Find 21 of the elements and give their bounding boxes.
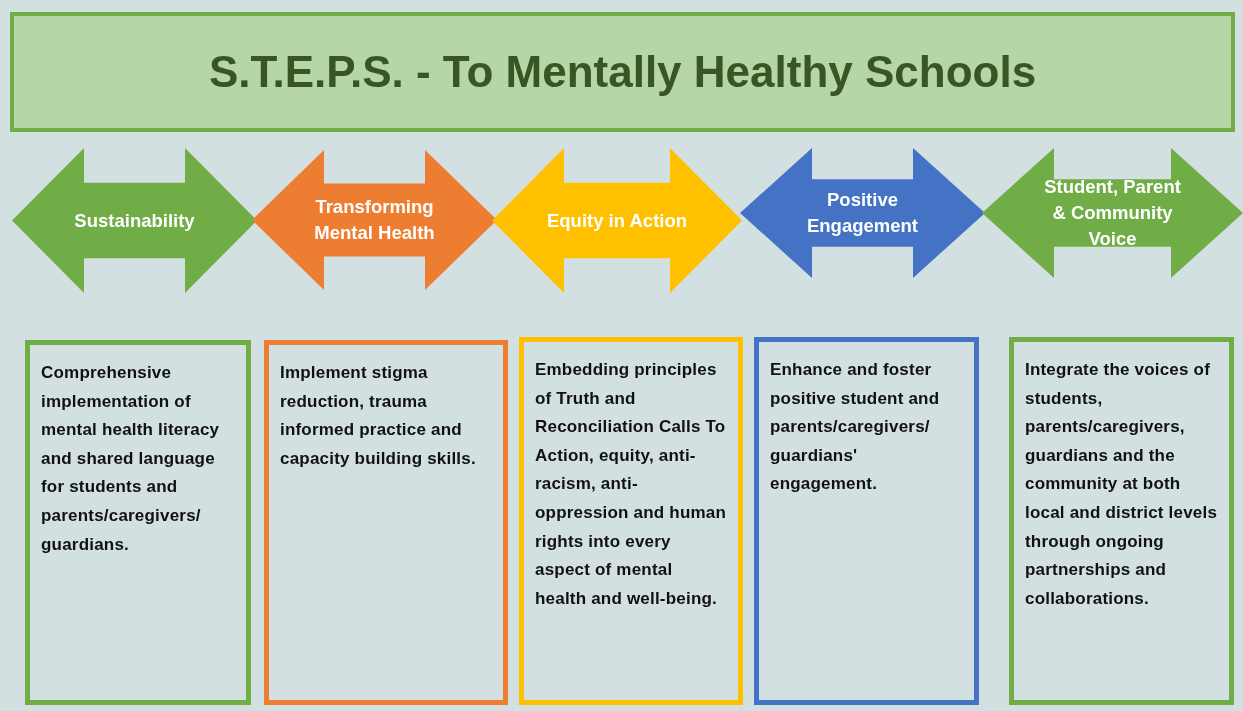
arrow-label: Positive Engagement <box>806 188 919 238</box>
title: S.T.E.P.S. - To Mentally Healthy Schools <box>208 47 1037 97</box>
description-box <box>264 340 508 705</box>
description-box <box>754 337 979 705</box>
description-text: Embedding principles of Truth and Reconciliation Calls To Action, equity, anti-racism, anti-oppression and human rights into every aspect of mental health and well-being. <box>535 359 728 610</box>
description-box <box>519 337 743 705</box>
double-arrow-shape <box>12 148 257 293</box>
double-arrow-shape <box>252 150 497 290</box>
double-arrow-shape <box>982 148 1243 278</box>
double-arrow-shape <box>740 148 985 278</box>
description-text: Integrate the voices of students, parents/caregivers, guardians and the community at both local and district levels through ongoing partnerships and collaborations. <box>1025 359 1219 610</box>
arrow-label: Sustainability <box>73 208 196 233</box>
description-text: Implement stigma reduction, trauma informed practice and capacity building skills. <box>280 362 477 470</box>
arrow-label: Equity in Action <box>545 208 689 233</box>
double-arrow-shape <box>492 148 742 293</box>
description-text: Comprehensive implementation of mental health literacy and shared language for students and parents/caregivers/ guardians. <box>41 362 221 556</box>
description-box <box>25 340 251 705</box>
description-text: Enhance and foster positive student and parents/caregivers/ guardians' engagement. <box>770 359 941 496</box>
arrow-label: Transforming Mental Health <box>313 195 436 245</box>
description-box <box>1009 337 1234 705</box>
arrow-label: Student, Parent & Community Voice <box>1043 175 1182 251</box>
